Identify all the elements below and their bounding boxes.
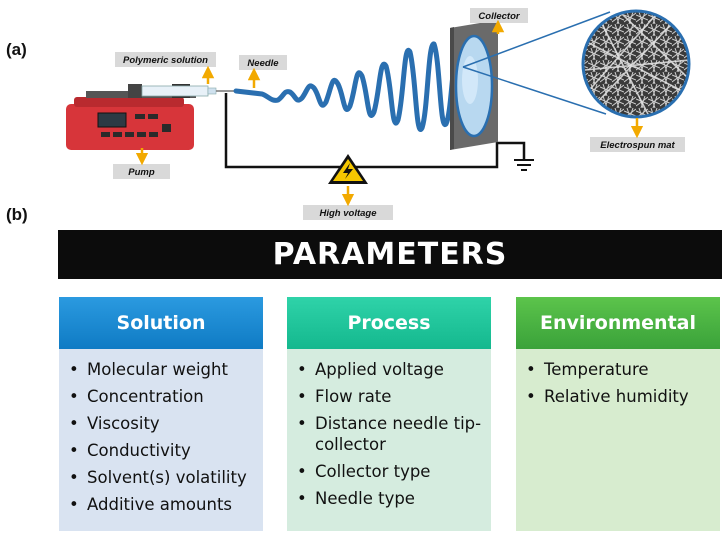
high-voltage-icon (328, 154, 368, 184)
solution-item: Concentration (69, 386, 255, 407)
circuit-wire (224, 93, 526, 169)
environmental-header: Environmental (516, 297, 720, 349)
svg-text:High voltage: High voltage (319, 208, 377, 219)
solution-header: Solution (59, 297, 263, 349)
svg-text:Electrospun mat: Electrospun mat (600, 140, 675, 151)
electrospinning-schematic: Polymeric solution Needle Collector Elec… (66, 8, 691, 220)
pump-device (66, 84, 196, 150)
electrospun-mat-image (581, 9, 691, 119)
solution-item: Viscosity (69, 413, 255, 434)
tag-polymeric-solution: Polymeric solution (115, 52, 216, 67)
solution-item: Molecular weight (69, 359, 255, 380)
tag-collector: Collector (470, 8, 528, 23)
tag-high-voltage: High voltage (303, 205, 393, 220)
svg-text:Pump: Pump (128, 167, 155, 178)
solution-column: Solution Molecular weight Concentration … (59, 297, 263, 531)
environmental-item: Temperature (526, 359, 712, 380)
polymer-jet (233, 41, 461, 132)
process-item: Collector type (297, 461, 483, 482)
svg-text:Collector: Collector (478, 11, 520, 22)
parameters-banner: PARAMETERS (58, 230, 722, 279)
process-item: Distance needle tip-collector (297, 413, 483, 455)
tag-needle: Needle (239, 55, 287, 70)
pointer-arrows (135, 19, 644, 207)
svg-text:Polymeric solution: Polymeric solution (123, 55, 208, 66)
zoom-lines (462, 11, 611, 115)
process-header: Process (287, 297, 491, 349)
environmental-column: Environmental Temperature Relative humid… (516, 297, 720, 531)
tag-electrospun-mat: Electrospun mat (590, 137, 685, 152)
solution-item: Solvent(s) volatility (69, 467, 255, 488)
process-item: Flow rate (297, 386, 483, 407)
panel-label-a: (a) (6, 40, 27, 59)
process-item: Needle type (297, 488, 483, 509)
process-item: Applied voltage (297, 359, 483, 380)
solution-item: Conductivity (69, 440, 255, 461)
environmental-item: Relative humidity (526, 386, 712, 407)
process-column: Process Applied voltage Flow rate Distan… (287, 297, 491, 531)
ground-icon (514, 159, 534, 171)
svg-text:Needle: Needle (247, 58, 279, 69)
solution-item: Additive amounts (69, 494, 255, 515)
syringe (141, 85, 236, 97)
collector-plate (450, 20, 498, 150)
panel-label-b: (b) (6, 205, 28, 224)
tag-pump: Pump (113, 164, 170, 179)
